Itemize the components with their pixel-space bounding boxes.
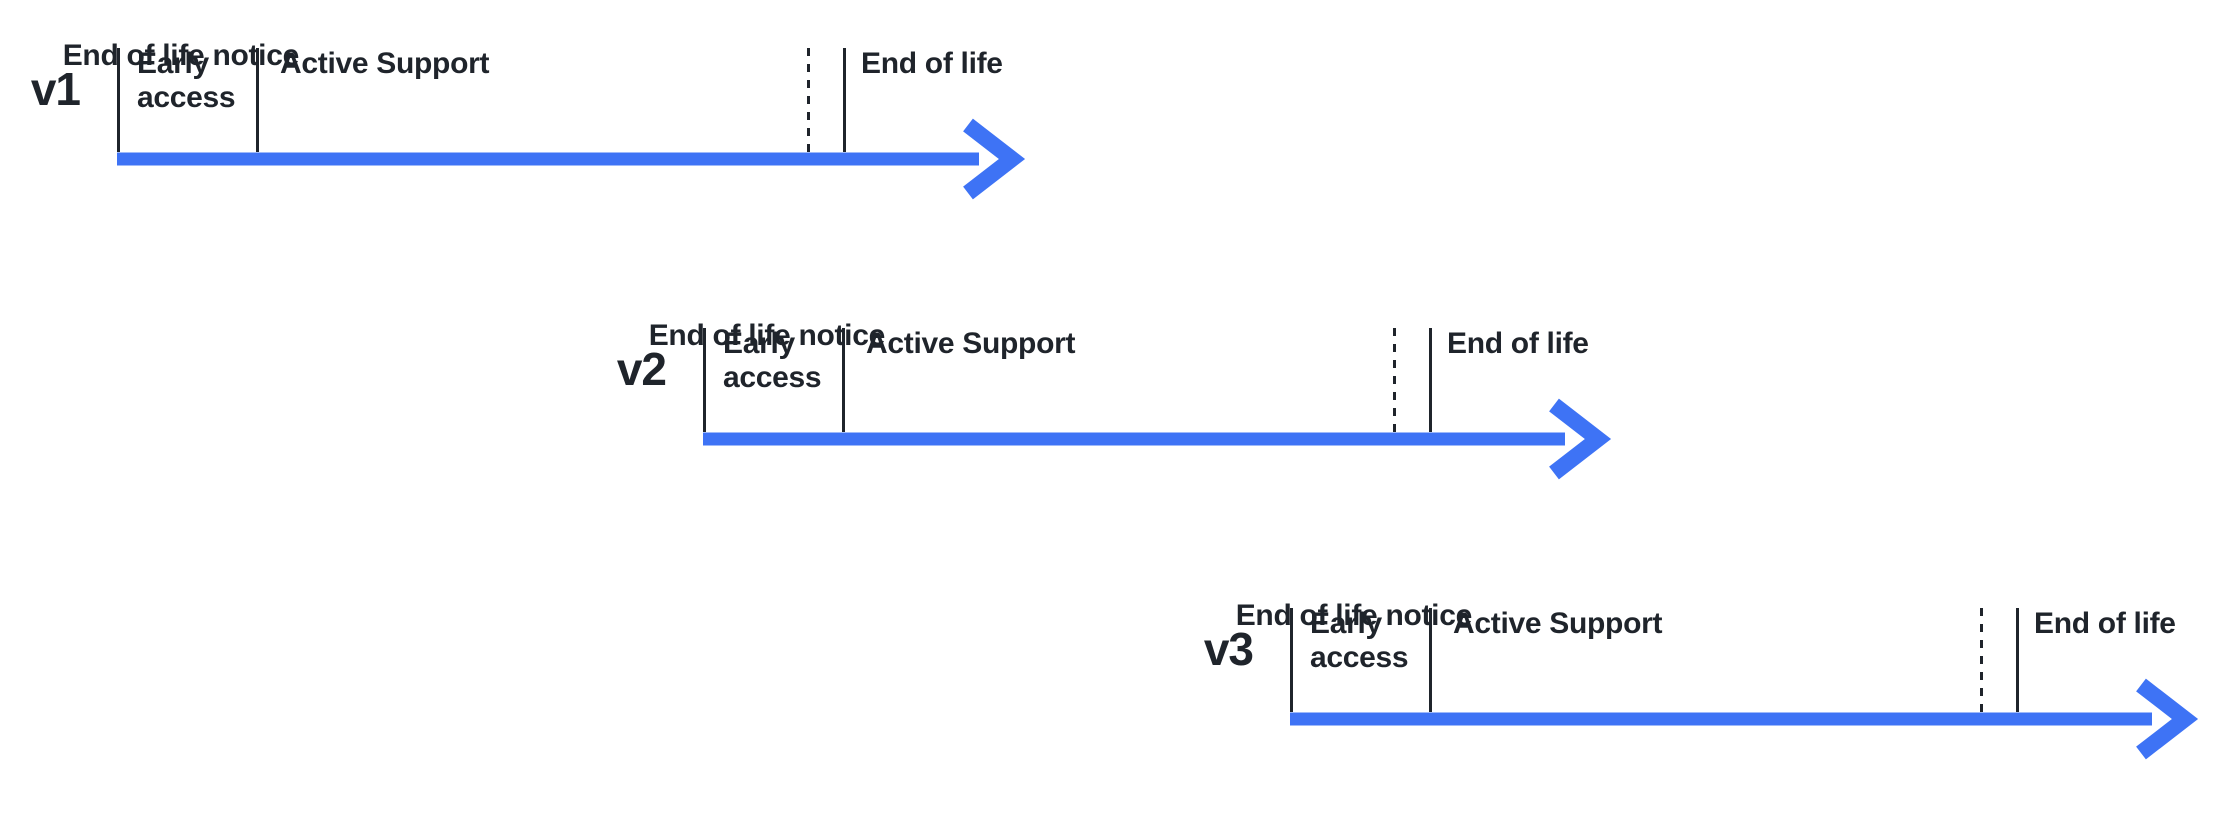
eol-notice-dashed-line	[807, 48, 810, 152]
early-access-start-tick	[117, 48, 120, 152]
active-support-start-tick	[1429, 608, 1432, 712]
phase-label-end-of-life: End of life	[861, 47, 1003, 80]
timeline-arrow	[703, 398, 1612, 480]
arrow-head-icon	[963, 118, 1026, 200]
phase-label-early-access: Early access	[723, 327, 822, 394]
phase-label-end-of-life: End of life	[1447, 327, 1589, 360]
end-of-life-tick	[843, 48, 846, 152]
phase-label-early-access: Early access	[137, 47, 236, 114]
active-support-start-tick	[842, 328, 845, 432]
version-label: v1	[30, 63, 81, 115]
end-of-life-tick	[2016, 608, 2019, 712]
early-access-start-tick	[1290, 608, 1293, 712]
timeline-arrow	[1290, 678, 2199, 760]
eol-notice-dashed-line	[1393, 328, 1396, 432]
version-label: v3	[1203, 623, 1254, 675]
eol-notice-label: End of life notice	[648, 319, 886, 352]
end-of-life-tick	[1429, 328, 1432, 432]
phase-label-active-support: Active Support	[1453, 607, 1663, 640]
timeline-v2: v2 Early access Active Support End of li…	[485, 319, 1685, 539]
eol-notice-dashed-line	[1980, 608, 1983, 712]
active-support-start-tick	[256, 48, 259, 152]
phase-label-end-of-life: End of life	[2034, 607, 2176, 640]
early-access-start-tick	[703, 328, 706, 432]
arrow-head-icon	[2136, 678, 2199, 760]
phase-label-active-support: Active Support	[866, 327, 1076, 360]
eol-notice-label: End of life notice	[62, 39, 300, 72]
timeline-arrow	[117, 118, 1026, 200]
timeline-v3: v3 Early access Active Support End of li…	[1072, 599, 2228, 819]
phase-label-early-access: Early access	[1310, 607, 1409, 674]
version-label: v2	[616, 343, 667, 395]
arrow-head-icon	[1549, 398, 1612, 480]
eol-notice-label: End of life notice	[1235, 599, 1473, 632]
phase-label-active-support: Active Support	[280, 47, 490, 80]
timeline-v1: v1 Early access Active Support End of li…	[0, 39, 1099, 259]
